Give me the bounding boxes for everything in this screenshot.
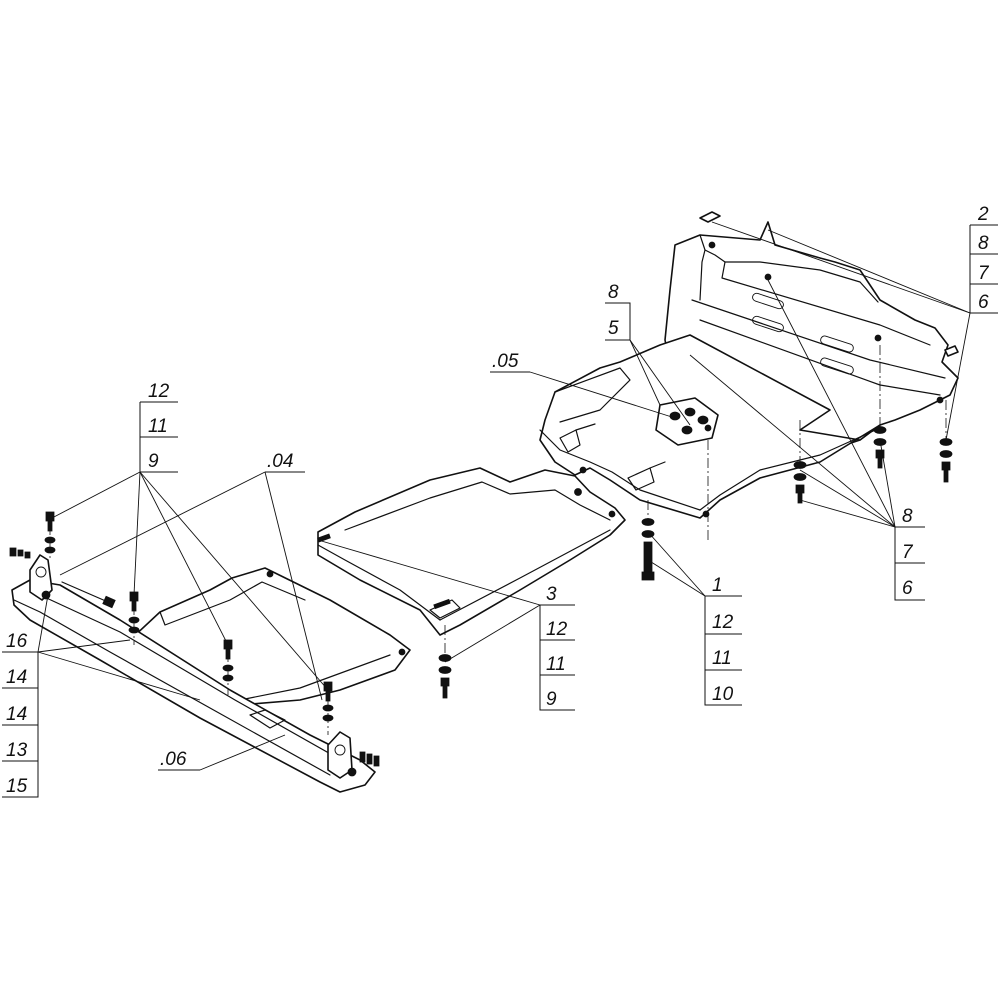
bolt-stack-f xyxy=(641,518,655,581)
label-table-mid: 8 5 .05 xyxy=(490,282,631,373)
part-06-cross-member xyxy=(11,554,376,793)
label-5: 5 xyxy=(608,318,619,339)
label-8: 8 xyxy=(608,282,619,303)
label-3: 3 xyxy=(546,584,557,605)
label-11: 11 xyxy=(546,654,566,675)
label-9: 9 xyxy=(148,451,159,472)
label-12: 12 xyxy=(712,612,734,633)
label-table-right: 8 7 6 xyxy=(894,506,925,601)
label-7: 7 xyxy=(902,542,914,563)
label-8: 8 xyxy=(902,506,913,527)
label-04: .04 xyxy=(267,451,293,472)
bolt-stack-e xyxy=(438,654,452,699)
label-11: 11 xyxy=(148,416,168,437)
label-14: 14 xyxy=(6,704,27,725)
label-06-text: .06 xyxy=(160,749,187,770)
label-9: 9 xyxy=(546,689,557,710)
side-bolt-left xyxy=(9,547,31,559)
label-table-part3: 3 12 11 9 xyxy=(539,584,575,711)
bolt-stack-g xyxy=(793,461,807,504)
label-6: 6 xyxy=(902,578,913,599)
label-2: 2 xyxy=(977,204,989,225)
label-8: 8 xyxy=(978,233,989,254)
part-3-middle-plate xyxy=(317,467,626,636)
label-table-top-right: 2 8 7 6 xyxy=(969,204,998,314)
label-12: 12 xyxy=(546,619,568,640)
label-7: 7 xyxy=(978,263,990,284)
label-12: 12 xyxy=(148,381,170,402)
label-11: 11 xyxy=(712,648,732,669)
label-16: 16 xyxy=(6,631,28,652)
label-15: 15 xyxy=(6,776,28,797)
fasteners xyxy=(9,345,953,767)
label-13: 13 xyxy=(6,740,28,761)
label-10: 10 xyxy=(712,684,734,705)
label-06: .06 xyxy=(158,749,200,771)
label-6: 6 xyxy=(978,292,989,313)
label-05: .05 xyxy=(492,351,519,372)
label-14: 14 xyxy=(6,667,27,688)
label-table-left-top: 12 11 9 .04 xyxy=(139,381,305,473)
bolt-stack-i xyxy=(939,438,953,483)
label-1: 1 xyxy=(712,575,723,596)
leader-lines xyxy=(37,221,971,771)
label-table-bottom-left: 16 14 14 13 15 xyxy=(2,631,39,798)
label-table-part1: 1 12 11 10 xyxy=(704,575,742,706)
side-bolt-right xyxy=(359,751,380,767)
